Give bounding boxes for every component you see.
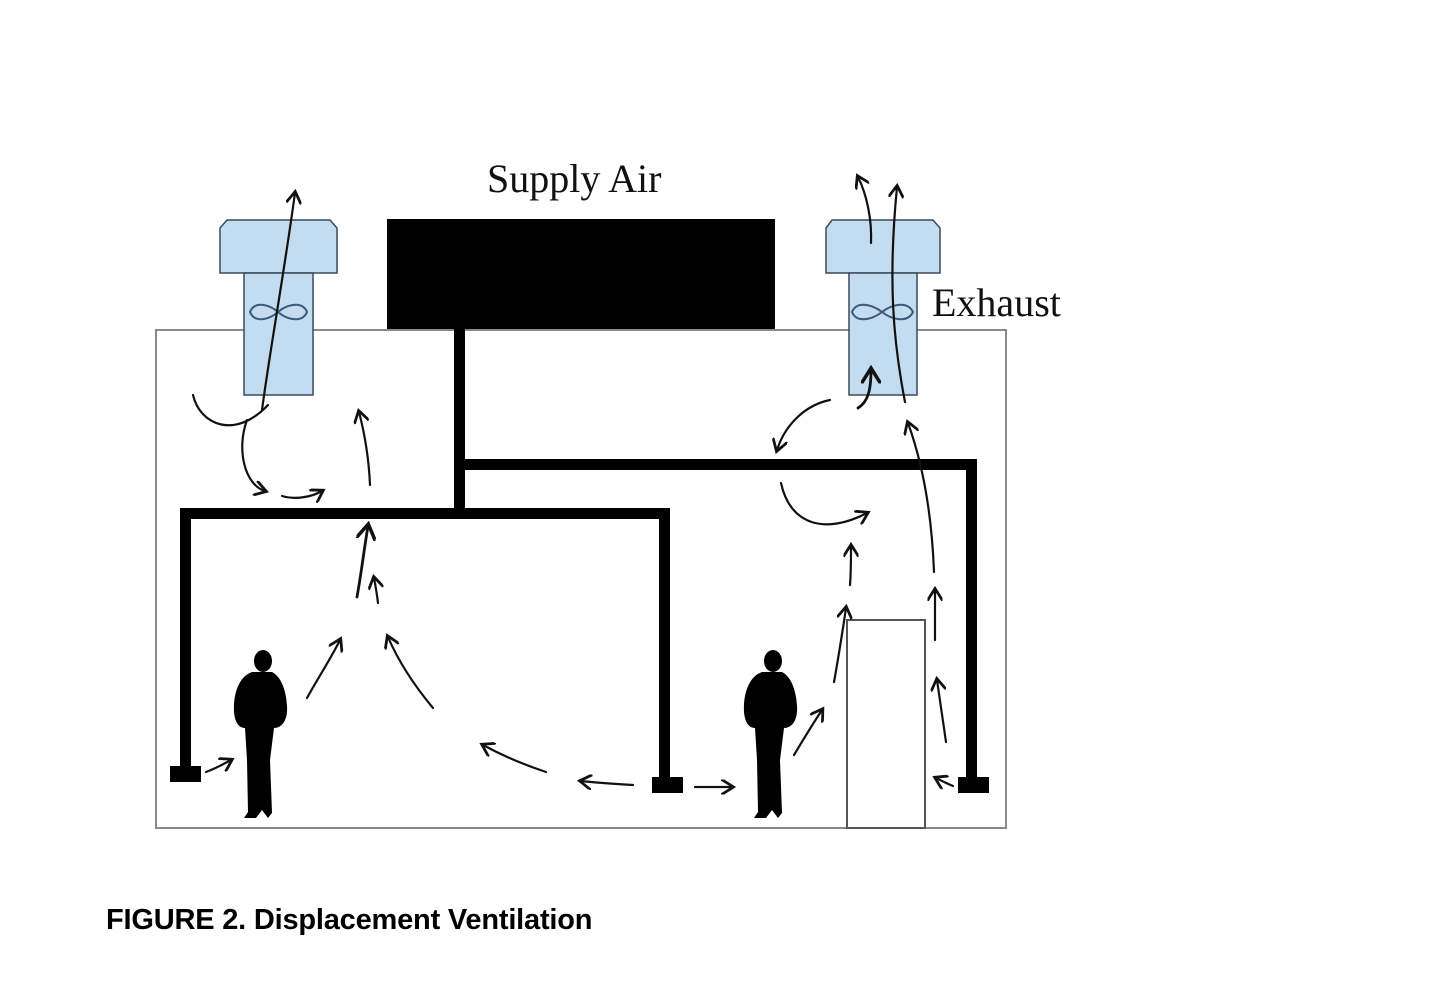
fan-blade-icon: [850, 303, 915, 321]
room-outline: [155, 329, 1007, 829]
left-exhaust-fan: [219, 219, 338, 396]
right-exhaust-fan: [825, 219, 941, 396]
occupant-left: [233, 650, 288, 818]
exhaust-label: Exhaust: [932, 280, 1061, 325]
fan-blade-icon: [248, 303, 309, 321]
center-floor-diffuser: [652, 777, 683, 793]
equipment-cabinet: [846, 619, 926, 829]
occupant-right: [743, 650, 798, 818]
supply-air-label: Supply Air: [487, 156, 661, 201]
airflow-arrows-right: [693, 177, 955, 787]
air-handling-unit: [387, 219, 775, 329]
left-floor-diffuser: [170, 766, 201, 782]
airflow-arrows-left: [191, 193, 635, 785]
supply-ductwork: [180, 329, 977, 784]
figure-caption: FIGURE 2. Displacement Ventilation: [106, 904, 593, 936]
right-floor-diffuser: [958, 777, 989, 793]
